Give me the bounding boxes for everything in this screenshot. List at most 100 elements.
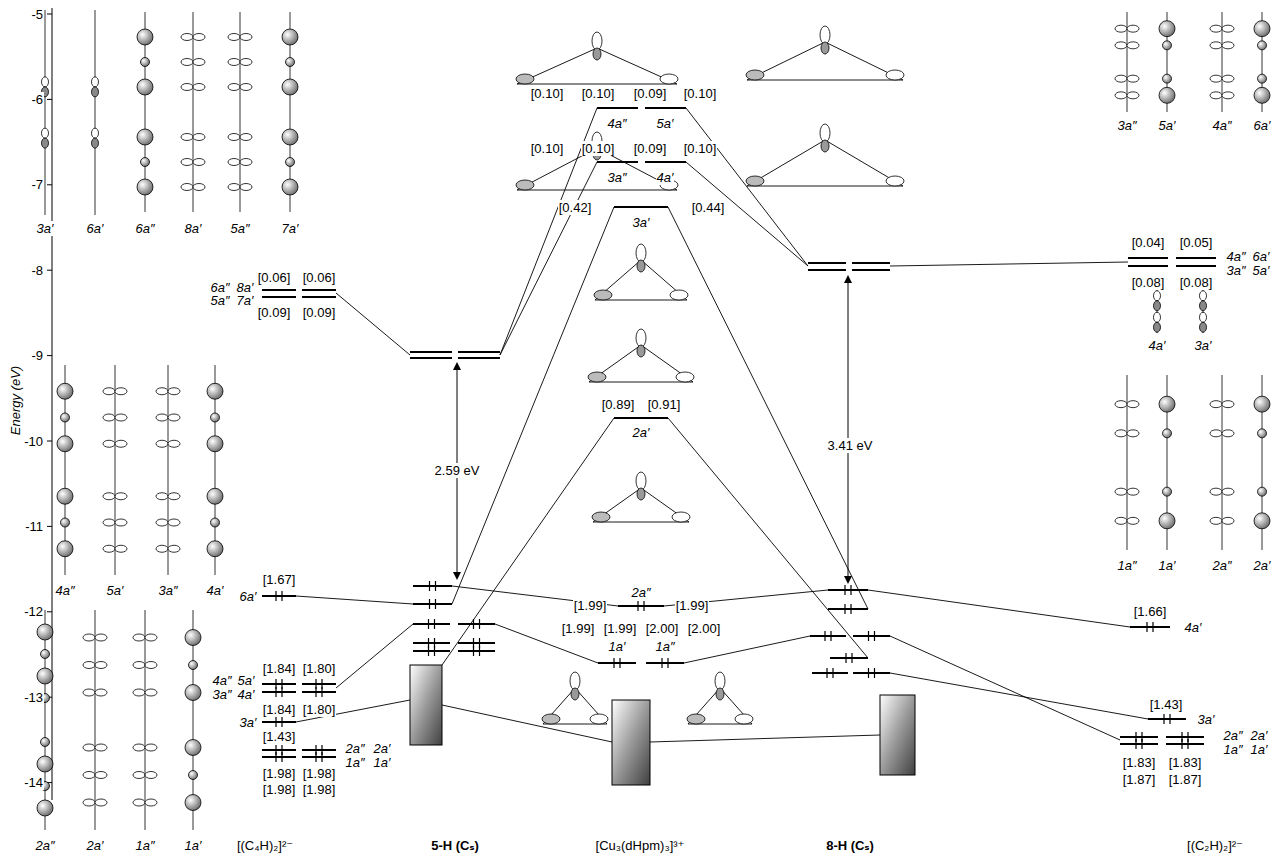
electron-pair [275,717,276,727]
p-lobe [95,634,107,641]
d-lobe [592,32,602,50]
diagram-label: [0.44] [691,200,726,215]
correlation-line [668,418,868,658]
energy-level [645,107,686,109]
d-lobe [672,512,690,522]
s-lobe [1159,513,1175,529]
orbital-label: 2a″ [1211,558,1232,573]
p-lobe [1222,42,1234,49]
diagram-label: [1.84] [262,702,297,717]
cu3-triangle [747,140,903,186]
s-lobe [185,630,201,646]
p-lobe [1127,92,1139,99]
s-lobe [137,179,153,195]
energy-level [458,623,495,625]
s-lobe [286,58,295,67]
energy-level [808,269,846,271]
p-lobe [1200,322,1207,332]
s-lobe [37,624,53,640]
orbital-label: 3a″ [1116,118,1137,133]
energy-level [808,262,846,264]
energy-level [262,749,296,751]
diagram-label: [0.10] [581,141,616,156]
energy-level [262,683,296,685]
diagram-label: [0.05] [1179,235,1214,250]
electron-pair [1181,739,1182,749]
electron-pair [661,658,662,668]
electron-pair [1146,622,1147,632]
correlation-line [336,293,410,355]
p-lobe [83,689,95,696]
cu3-triangle [589,345,693,382]
orbital-label: 3a′ [239,715,258,730]
s-lobe [37,668,53,684]
p-lobe [103,545,115,552]
s-lobe [185,795,201,811]
electron-pair [434,646,435,656]
p-lobe [181,59,193,66]
d-lobe [660,74,678,84]
p-lobe [1115,430,1127,437]
d-lobe [588,372,606,382]
orbital-axis [193,12,194,212]
diagram-label: [1.80] [302,702,337,717]
orbital-label: 2a″ [1222,728,1243,743]
diagram-label: [1.80] [302,661,337,676]
energy-level [458,351,500,353]
diagram-label: [1.87] [1122,772,1157,787]
energy-level [262,595,296,597]
electron-pair [275,687,276,697]
s-lobe [286,158,295,167]
correlation-line [296,700,410,722]
s-lobe [57,383,73,399]
s-lobe [141,58,150,67]
s-lobe [1258,74,1267,83]
orbital-axis [1222,375,1223,550]
p-lobe [115,545,127,552]
orbital-label: 2a″ [630,585,651,600]
p-lobe [168,493,180,500]
electron-pair [667,658,668,668]
p-lobe [95,662,107,669]
d-lobe [593,48,601,60]
energy-level [1166,736,1204,738]
d-lobe [594,290,612,300]
orbital-label: 1a′ [373,755,392,770]
correlation-line [296,596,413,604]
axis-tick [47,441,52,442]
p-lobe [240,134,252,141]
energy-level [853,635,890,637]
energy-level [828,608,868,610]
energy-level [302,749,336,751]
electron-pair [832,668,833,678]
p-lobe [156,440,168,447]
p-lobe [95,772,107,779]
orbital-label: 3a′ [1194,338,1213,353]
electron-pair [830,631,831,641]
electron-pair [1163,714,1164,724]
energy-level [1148,718,1186,720]
s-lobe [37,800,53,816]
p-lobe [168,388,180,395]
energy-level [302,683,336,685]
p-lobe [1115,25,1127,32]
correlation-line [686,108,808,266]
electron-pair [1141,739,1142,749]
electron-pair [844,585,845,595]
s-lobe [189,661,198,670]
energy-level [413,623,450,625]
s-lobe [282,129,298,145]
d-lobe [687,714,705,724]
cu3-triangle [595,260,687,300]
correlation-line [668,207,868,609]
energy-level [810,635,846,637]
energy-level [302,296,336,298]
p-lobe [83,772,95,779]
d-lobe [636,244,646,262]
p-lobe [1154,301,1161,311]
electron-pair [1169,714,1170,724]
electron-pair [321,752,322,762]
orbital-label: 5a″ [229,221,250,236]
orbital-label: 1a′ [608,639,627,654]
energy-level [1176,265,1216,267]
